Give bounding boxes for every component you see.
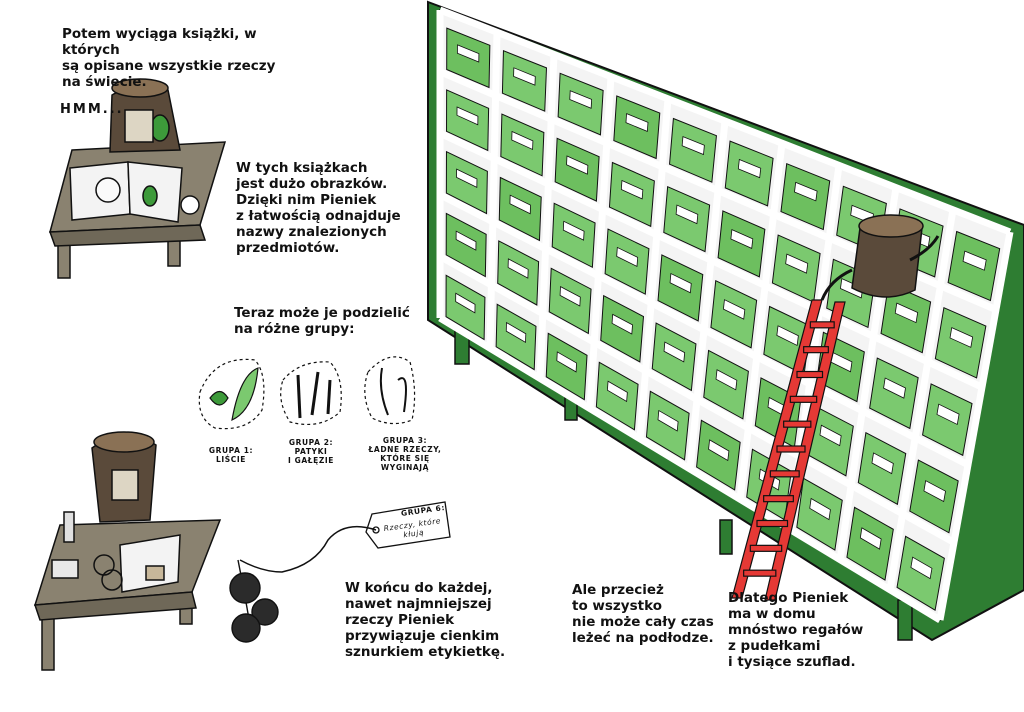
box-label [675,204,699,225]
ladder-rung [769,470,800,478]
box-label [776,325,799,347]
box-label [607,380,628,403]
group-shapes [198,356,416,430]
books-text: W tych książkach jest dużo obrazków. Dzi… [236,160,401,256]
box-label [663,341,686,363]
shelf-divider [536,54,558,379]
box-label [507,258,529,279]
ladder-rung [803,346,829,354]
box-label [949,327,974,348]
box-label [894,302,919,324]
desk-with-books [48,78,227,279]
box-label [457,44,480,63]
shelf-divider [636,98,672,440]
box-label [715,369,738,391]
box-label [455,292,476,314]
ladder-rung [783,420,812,428]
box-label [559,285,581,307]
groups-intro-text: Teraz może je podzielić na różne grupy: [234,305,410,337]
group-2-label: GRUPA 2: PATYKI I GAŁĘZIE [287,438,335,465]
ladder-rung [809,321,835,329]
box-label [730,229,754,249]
box-label [566,155,589,175]
box-label [910,556,933,580]
shelf-board [438,315,942,623]
shelf-divider [886,209,957,591]
box-label [505,321,527,344]
box-label [723,299,746,320]
box-label [455,230,477,251]
box-label [819,424,842,447]
box-label [456,168,478,189]
group-1-label: GRUPA 1: LIŚCIE [208,446,254,464]
box-label [669,272,692,294]
box-label [513,67,536,86]
box-label [809,497,831,521]
box-label [625,113,649,132]
end-text: W końcu do każdej, nawet najmniejszej rz… [345,580,506,660]
ladder-rung [749,544,783,552]
box-label [936,403,960,426]
box-label [923,480,946,503]
shelf-divider [686,120,729,470]
box-label [859,527,882,550]
desk-with-tools [33,431,222,671]
box-label [708,439,730,462]
box-label [794,181,818,202]
pine-sprig [229,559,279,643]
hmm-text: HMM... [60,102,124,117]
box-label [511,130,534,151]
pieniek-on-ladder [820,214,940,301]
ladder-rung [776,445,806,453]
shelf-divider [936,231,1014,621]
shelves-text: Dlatego Pieniek ma w domu mnóstwo regałó… [728,590,864,670]
ladder-rung [789,395,818,403]
box-label [509,194,531,215]
box-label [883,377,906,399]
box-label [657,409,679,432]
box-label [620,179,644,200]
group-3-label: GRUPA 3: ŁADNE RZECZY, KTÓRE SIĘ WYGINAJ… [368,436,442,472]
shelf-board [438,191,970,468]
box-label [456,106,479,126]
shelf-board [438,253,956,546]
ladder-rung [743,569,777,577]
box-label [681,135,705,156]
box-label [556,351,577,373]
box-label [785,253,809,274]
red-ladder [731,299,846,601]
ladder-rung [756,519,789,528]
box-label [962,250,987,271]
ladder-rung [763,495,794,503]
floor-text: Ale przecież to wszystko nie może cały c… [572,582,714,646]
box-label [871,452,894,475]
box-label [569,90,593,109]
intro-text: Potem wyciąga książki, w których są opis… [62,26,276,90]
group-items [209,367,407,422]
shelf-divider [736,142,786,500]
ladder-rung [796,370,824,379]
box-label [616,246,639,268]
shelf-divider [486,32,501,349]
shelf-board [438,130,984,391]
shelf-board [438,6,1012,236]
box-label [737,158,762,179]
box-label [611,313,633,335]
box-label [562,220,585,241]
bookshelf [427,0,1024,642]
label-tag [239,501,451,573]
shelf-divider [586,76,615,409]
